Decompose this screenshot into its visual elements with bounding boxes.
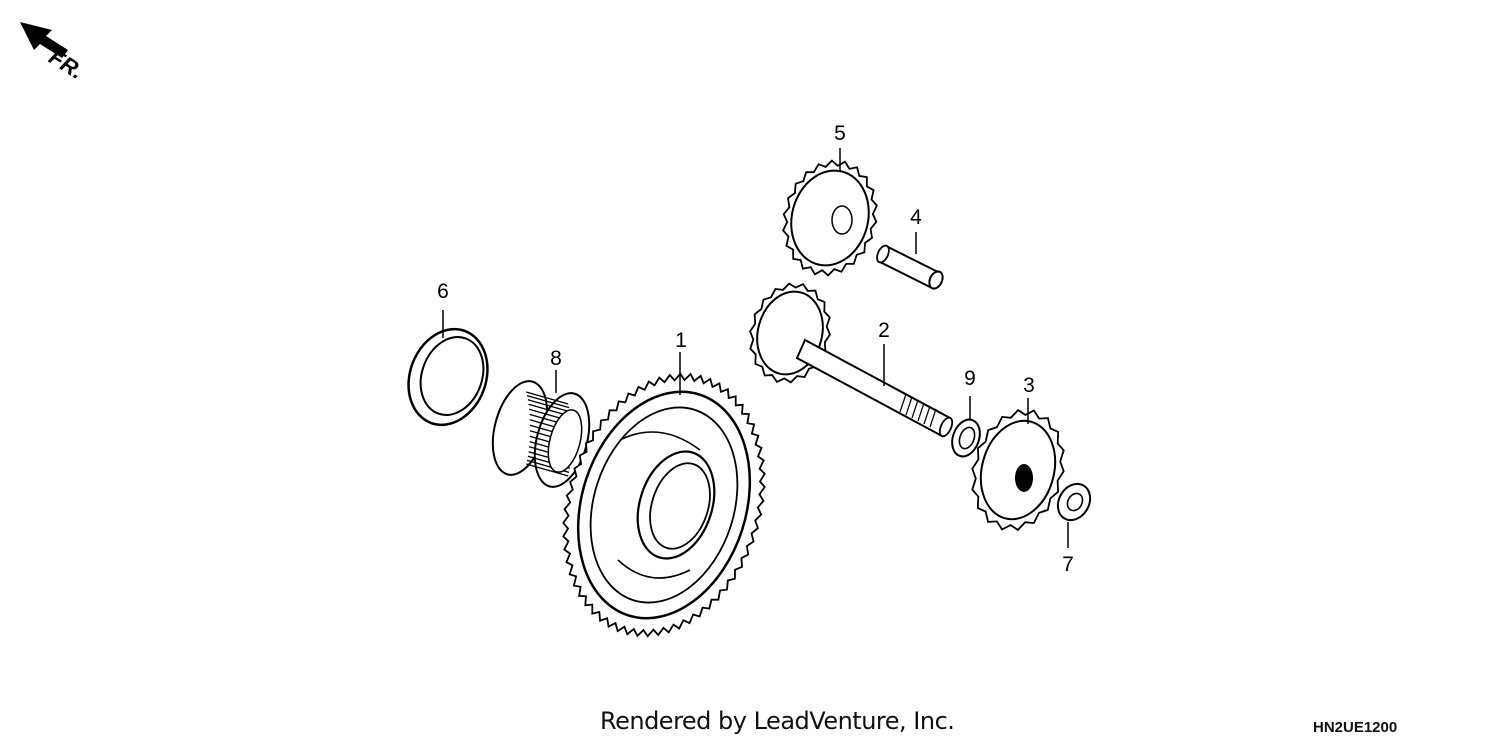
bearing-roller: [527, 399, 571, 413]
spline-line: [899, 393, 907, 413]
callout-3[interactable]: 3: [1023, 374, 1035, 397]
spline-line: [923, 405, 931, 425]
spline-line: [911, 399, 919, 419]
callout-8[interactable]: 8: [550, 347, 562, 370]
callout-6[interactable]: 6: [437, 280, 449, 303]
spline-line: [929, 408, 937, 428]
part-8-needle-bearing[interactable]: [483, 370, 598, 493]
callout-2[interactable]: 2: [878, 319, 890, 342]
callout-9[interactable]: 9: [964, 367, 976, 390]
part-3-drive-gear[interactable]: [970, 398, 1065, 532]
callout-7[interactable]: 7: [1062, 553, 1074, 576]
part-4-pin[interactable]: [875, 232, 946, 291]
diagram-code: HN2UE1200: [1313, 719, 1398, 736]
render-credit: Rendered by LeadVenture, Inc.: [600, 707, 955, 735]
bearing-roller: [526, 463, 569, 477]
callout-5[interactable]: 5: [834, 122, 846, 145]
bearing-roller: [526, 394, 570, 409]
part-5-idle-gear[interactable]: [781, 148, 879, 277]
spline-line: [917, 402, 925, 422]
part-2-countershaft[interactable]: [748, 282, 955, 439]
part-1-driven-gear[interactable]: [550, 352, 778, 641]
part-7-washer[interactable]: [1052, 478, 1097, 548]
spline-line: [905, 396, 913, 416]
part-6-washer[interactable]: [396, 310, 501, 436]
bearing-roller: [526, 391, 569, 405]
part-9-washer[interactable]: [947, 396, 984, 460]
front-direction-arrow-icon: [20, 22, 68, 58]
callout-4[interactable]: 4: [910, 206, 922, 229]
callout-1[interactable]: 1: [675, 329, 687, 352]
